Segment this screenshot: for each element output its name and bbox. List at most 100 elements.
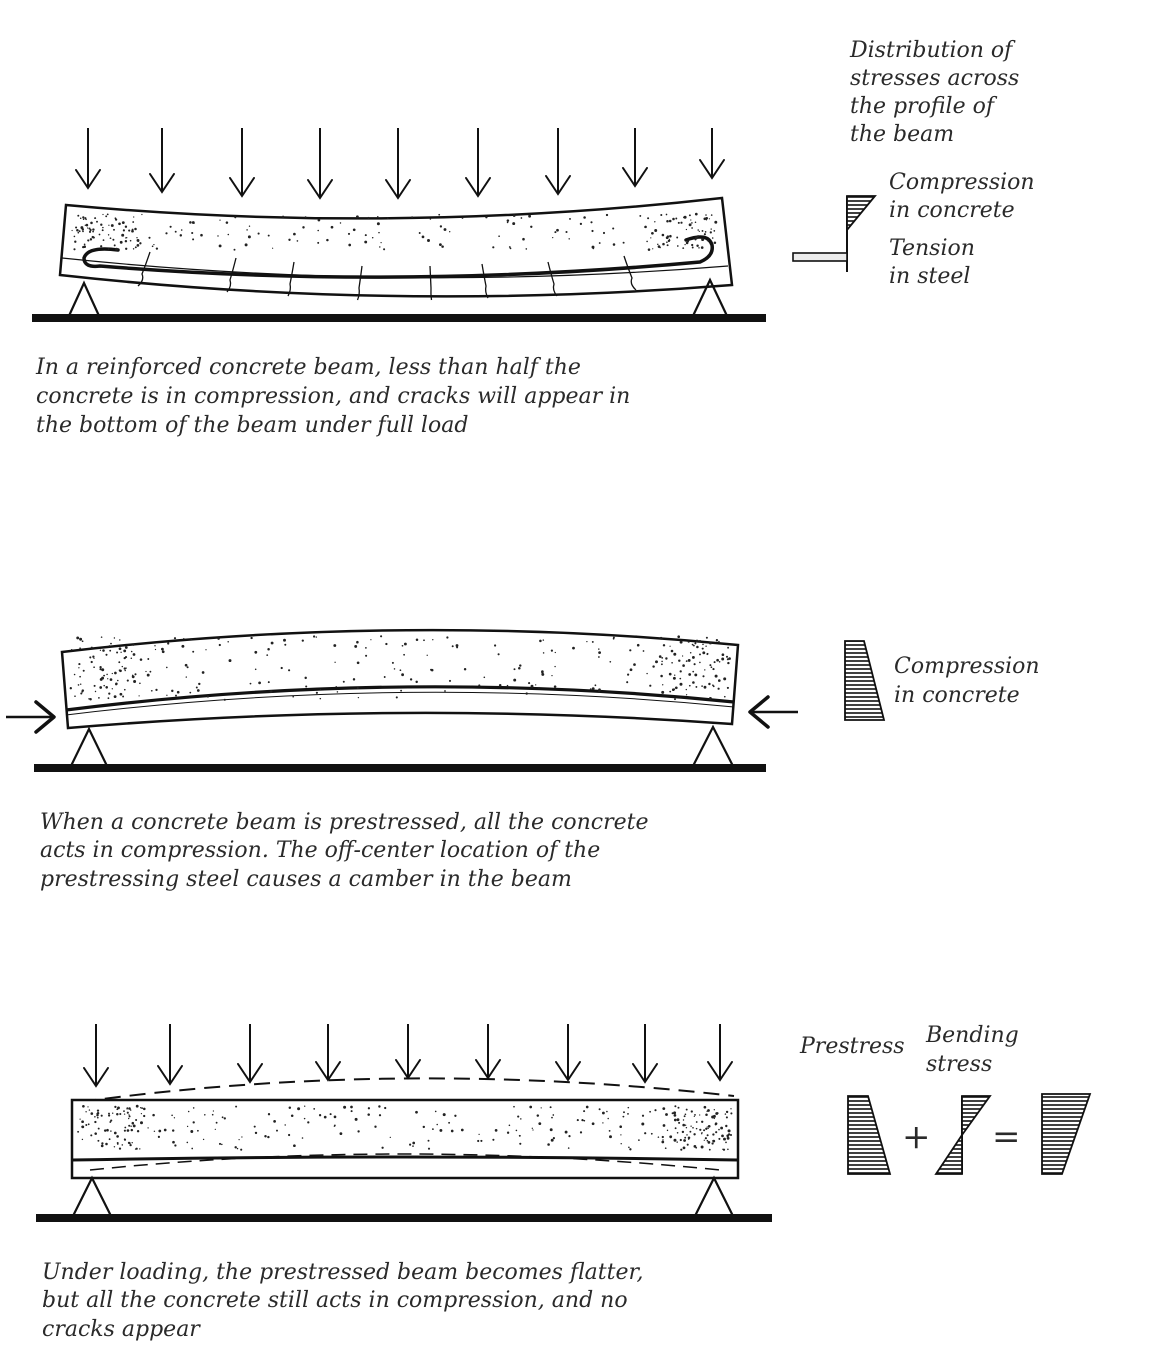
- speckle-dot: [519, 1142, 522, 1145]
- speckle-dot: [90, 646, 93, 649]
- speckle-dot: [478, 684, 481, 687]
- speckle-dot: [124, 225, 128, 228]
- speckle-dot: [654, 1109, 657, 1112]
- speckle-dot: [284, 643, 287, 646]
- speckle-dot: [293, 232, 296, 236]
- caption-reinforced-line-1: In a reinforced concrete beam, less than…: [35, 355, 581, 380]
- speckle-dot: [130, 657, 133, 660]
- speckle-dot: [673, 652, 677, 656]
- speckle-dot: [81, 1125, 84, 1128]
- speckle-dot: [100, 245, 103, 248]
- speckle-dot: [694, 212, 698, 216]
- speckle-dot: [270, 641, 274, 645]
- speckle-dot: [143, 1114, 146, 1118]
- speckle-dot: [711, 237, 714, 239]
- speckle-dot: [70, 648, 73, 651]
- speckle-dot: [106, 673, 108, 676]
- speckle-dot: [694, 642, 697, 645]
- speckle-dot: [365, 654, 368, 657]
- speckle-dot: [529, 1105, 533, 1109]
- speckle-dot: [118, 647, 122, 651]
- speckle-dot: [356, 640, 359, 644]
- speckle-dot: [652, 248, 654, 250]
- speckle-dot: [591, 245, 595, 249]
- speckle-dot: [712, 1139, 716, 1143]
- speckle-dot: [128, 1115, 131, 1118]
- speckle-dot: [83, 245, 86, 248]
- speckle-dot: [147, 1127, 149, 1129]
- speckle-dot: [264, 1135, 267, 1138]
- speckle-dot: [422, 1125, 426, 1129]
- speckle-dot: [254, 1131, 258, 1135]
- speckle-dot: [79, 637, 83, 641]
- speckle-dot: [694, 221, 697, 223]
- speckle-dot: [191, 231, 194, 235]
- down-arrow-icon: [465, 177, 491, 198]
- speckle-dot: [710, 214, 713, 216]
- speckle-dot: [132, 1124, 136, 1128]
- speckle-dot: [276, 1129, 278, 1132]
- down-arrow-icon: [632, 1063, 658, 1084]
- speckle-dot: [304, 676, 307, 680]
- support-left: [66, 280, 102, 319]
- speckle-dot: [609, 1135, 612, 1139]
- speckle-dot: [105, 215, 108, 218]
- speckle-dot: [710, 666, 713, 669]
- speckle-dot: [365, 647, 367, 649]
- original-camber-dashed-line: [79, 1077, 735, 1103]
- speckle-dot: [715, 1131, 718, 1134]
- speckle-dot: [73, 235, 76, 238]
- speckle-dot: [702, 651, 706, 655]
- speckle-dot: [196, 689, 200, 692]
- speckle-dot: [93, 684, 96, 687]
- speckle-dot: [685, 228, 688, 231]
- speckle-dot: [280, 666, 283, 670]
- speckle-dot: [693, 1145, 697, 1148]
- speckle-dot: [541, 670, 544, 673]
- speckle-dot: [606, 1110, 608, 1113]
- speckle-dot: [685, 1126, 688, 1129]
- speckle-dot: [549, 1128, 553, 1132]
- speckle-dot: [108, 1112, 110, 1115]
- speckle-dot: [80, 692, 83, 695]
- speckle-dot: [174, 1144, 177, 1147]
- speckle-dot: [171, 1114, 173, 1117]
- speckle-dot: [694, 1114, 696, 1116]
- speckle-dot: [451, 645, 454, 648]
- bending-stress-label-line-2: stress: [926, 1052, 992, 1077]
- speckle-dot: [370, 639, 372, 641]
- speckle-dot: [103, 1129, 107, 1132]
- speckle-dot: [96, 220, 98, 223]
- speckle-dot: [152, 1113, 155, 1117]
- speckle-dot: [76, 229, 79, 232]
- speckle-dot: [102, 226, 104, 229]
- speckle-dot: [461, 217, 464, 219]
- speckle-dot: [727, 1129, 731, 1133]
- speckle-dot: [612, 636, 615, 639]
- speckle-dot: [623, 1111, 625, 1114]
- speckle-dot: [701, 1120, 704, 1123]
- speckle-dot: [74, 695, 76, 697]
- speckle-dot: [195, 686, 198, 689]
- speckle-dot: [119, 1112, 122, 1116]
- speckle-dot: [128, 1107, 131, 1110]
- load-arrows-top: [75, 128, 725, 200]
- speckle-dot: [121, 665, 124, 668]
- speckle-dot: [92, 228, 95, 231]
- speckle-dot: [661, 690, 665, 694]
- speckle-dot: [93, 666, 95, 669]
- concrete-speckle: [69, 635, 731, 701]
- speckle-dot: [641, 1122, 645, 1126]
- speckle-dot: [540, 1107, 542, 1109]
- speckle-dot: [508, 1124, 511, 1127]
- prestress-force-left-arrow-icon: [34, 700, 56, 734]
- speckle-dot: [116, 1108, 119, 1111]
- speckle-dot: [352, 228, 356, 232]
- speckle-dot: [718, 679, 721, 682]
- speckle-dot: [646, 240, 648, 243]
- speckle-dot: [192, 650, 195, 653]
- speckle-dot: [589, 688, 592, 691]
- speckle-dot: [153, 1130, 156, 1133]
- speckle-dot: [89, 238, 93, 241]
